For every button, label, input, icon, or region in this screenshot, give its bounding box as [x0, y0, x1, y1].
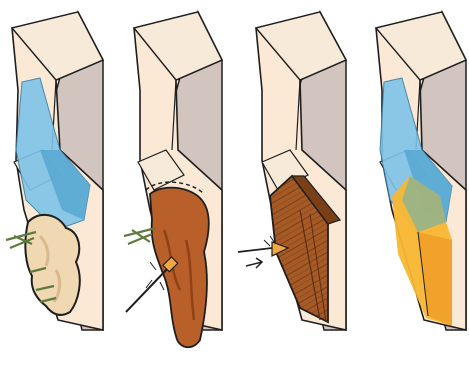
panel-1	[6, 12, 103, 330]
panel-3	[238, 12, 346, 330]
soil-slump-icon	[146, 182, 209, 347]
panel-2	[124, 12, 222, 347]
panel-4	[376, 12, 466, 330]
